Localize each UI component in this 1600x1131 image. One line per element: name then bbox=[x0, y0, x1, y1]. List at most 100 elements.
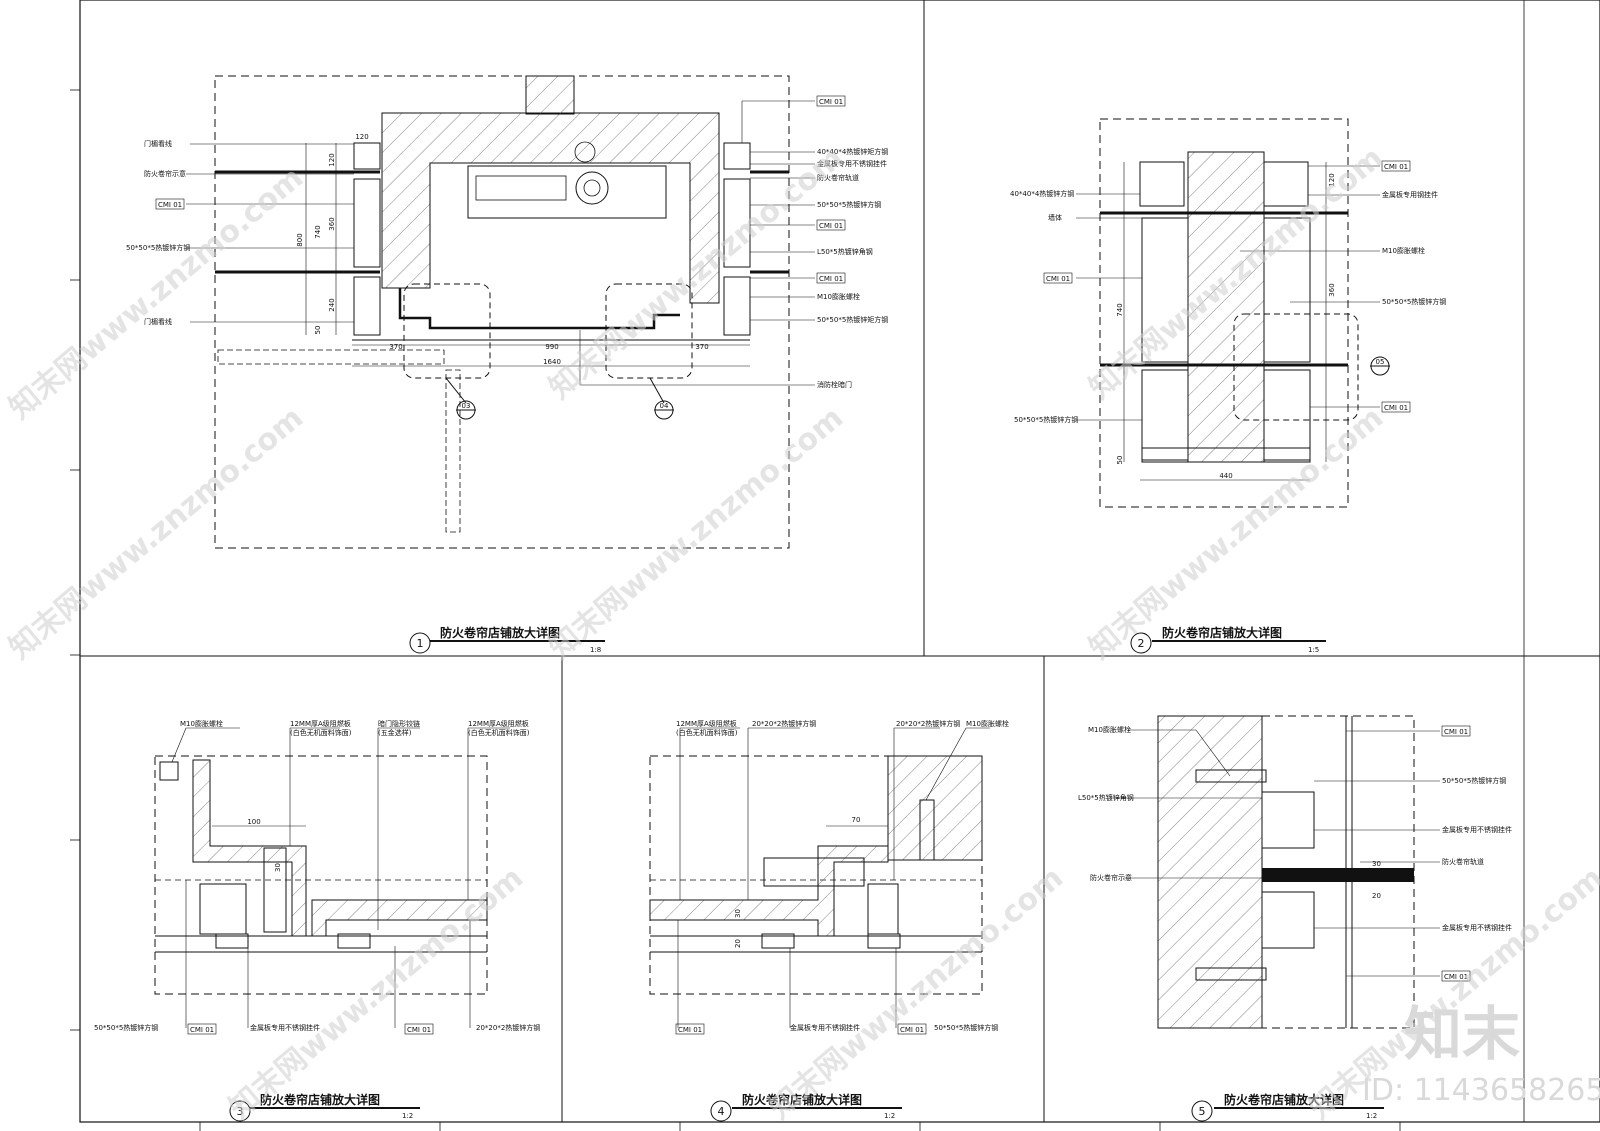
d4-dim-20: 20 bbox=[734, 939, 742, 948]
sheet-frame bbox=[79, 0, 1600, 1123]
d4-label-cmi-1: CMI 01 bbox=[678, 1026, 702, 1034]
d1-label-50-rect-steel: 50*50*5热镀锌矩方钢 bbox=[817, 315, 888, 324]
d4-label-cmi-2: CMI 01 bbox=[900, 1026, 924, 1034]
d5-label-50-steel: 50*50*5热镀锌方钢 bbox=[1442, 776, 1506, 785]
d1-dim-120: 120 bbox=[328, 153, 336, 166]
d3-label-20-steel: 20*20*2热镀锌方钢 bbox=[476, 1023, 540, 1032]
d5-label-shutter: 防火卷帘示意 bbox=[1090, 873, 1132, 882]
d2-label-cmi-r1: CMI 01 bbox=[1384, 163, 1408, 171]
d2-dim-740: 740 bbox=[1116, 303, 1124, 316]
d1-dim-360: 360 bbox=[328, 217, 336, 230]
d1-dim-370a: 370 bbox=[389, 343, 402, 351]
d4-label-board: 12MM厚A级阻燃板 bbox=[676, 719, 737, 728]
d1-label-50-steel: 50*50*5热镀锌方钢 bbox=[817, 200, 881, 209]
d3-scale: 1:2 bbox=[402, 1112, 413, 1120]
d1-dim-240: 240 bbox=[328, 298, 336, 311]
d3-label-cmi-2: CMI 01 bbox=[407, 1026, 431, 1034]
d1-dim-120-top: 120 bbox=[355, 133, 368, 141]
d1-dim-990: 990 bbox=[545, 343, 558, 351]
d1-label-hydrant-door: 消防栓暗门 bbox=[817, 380, 852, 389]
d1-label-steel-left: 50*50*5热镀锌方钢 bbox=[126, 243, 190, 252]
d1-dim-1640: 1640 bbox=[543, 358, 561, 366]
d2-label-wall: 墙体 bbox=[1048, 213, 1062, 222]
d2-callout: 05 bbox=[1376, 358, 1385, 366]
d1-title-no: 1 bbox=[417, 637, 424, 650]
d2-label-bolt: M10膨胀螺栓 bbox=[1382, 246, 1425, 255]
d5-scale: 1:2 bbox=[1366, 1112, 1377, 1120]
d1-label-cmi-left: CMI 01 bbox=[158, 201, 182, 209]
drawing-3: M10膨胀螺栓 12MM厚A级阻燃板 (白色无机面料饰面) 暗门隐形铰链 (五金… bbox=[94, 719, 540, 1122]
d4-label-bolt: M10膨胀螺栓 bbox=[966, 719, 1009, 728]
d5-label-cmi-2: CMI 01 bbox=[1444, 973, 1468, 981]
drawing-2: 05 440 740 360 120 50 40*40*4热镀锌方钢 墙体 CM… bbox=[1010, 118, 1446, 654]
drawing-1: 03 04 370 990 1640 370 120 120 360 740 8… bbox=[126, 75, 888, 654]
d1-label-cmi-r2: CMI 01 bbox=[819, 222, 843, 230]
d2-dim-50: 50 bbox=[1116, 456, 1124, 465]
d3-label-board-a: 12MM厚A级阻燃板 bbox=[290, 719, 351, 728]
d3-label-board-b: 12MM厚A级阻燃板 bbox=[468, 719, 529, 728]
d2-dim-360: 360 bbox=[1328, 283, 1336, 296]
d1-dim-50: 50 bbox=[314, 326, 322, 335]
callout-04: 04 bbox=[660, 402, 669, 410]
d3-label-hinge-sample: (五金选样) bbox=[378, 728, 412, 737]
d2-title: 防火卷帘店铺放大详图 bbox=[1162, 625, 1282, 640]
d5-dim-30: 30 bbox=[1372, 860, 1381, 868]
d4-label-20-steel-b: 20*20*2热镀锌方钢 bbox=[896, 719, 960, 728]
d4-label-20-steel-a: 20*20*2热镀锌方钢 bbox=[752, 719, 816, 728]
d1-label-bolt: M10膨胀螺栓 bbox=[817, 292, 860, 301]
d3-label-50-steel: 50*50*5热镀锌方钢 bbox=[94, 1023, 158, 1032]
d1-label-door-line-top: 门楣看线 bbox=[144, 139, 172, 148]
d3-dim-100: 100 bbox=[247, 818, 260, 826]
d2-label-cmi-left: CMI 01 bbox=[1046, 275, 1070, 283]
d3-title-no: 3 bbox=[237, 1105, 244, 1118]
d3-label-bolt: M10膨胀螺栓 bbox=[180, 719, 223, 728]
d4-dim-30: 30 bbox=[734, 909, 742, 918]
d5-title: 防火卷帘店铺放大详图 bbox=[1224, 1092, 1344, 1107]
d1-label-shutter: 防火卷帘示意 bbox=[144, 169, 186, 178]
d4-title-no: 4 bbox=[718, 1105, 725, 1118]
d1-scale: 1:8 bbox=[590, 646, 601, 654]
d5-label-hanger-1: 金属板专用不锈钢挂件 bbox=[1442, 825, 1512, 834]
d1-label-rail: 防火卷帘轨道 bbox=[817, 173, 859, 182]
d5-dim-20: 20 bbox=[1372, 892, 1381, 900]
drawing-5: M10膨胀螺栓 L50*5热镀锌角钢 防火卷帘示意 CMI 01 50*50*5… bbox=[1078, 715, 1512, 1122]
watermark-id: ID: 1143658265 bbox=[1362, 1073, 1600, 1108]
d4-scale: 1:2 bbox=[884, 1112, 895, 1120]
d5-label-angle: L50*5热镀锌角钢 bbox=[1078, 793, 1134, 802]
d1-dim-800: 800 bbox=[296, 233, 304, 246]
d1-dim-370b: 370 bbox=[695, 343, 708, 351]
watermark-4: 知末网www.znzmo.com bbox=[3, 400, 310, 666]
d2-label-50-steel-r: 50*50*5热镀锌方钢 bbox=[1382, 297, 1446, 306]
d3-title: 防火卷帘店铺放大详图 bbox=[260, 1092, 380, 1107]
d2-title-no: 2 bbox=[1138, 637, 1145, 650]
d2-dim-440: 440 bbox=[1219, 472, 1232, 480]
d3-label-hinge: 暗门隐形铰链 bbox=[378, 719, 420, 728]
callout-03: 03 bbox=[462, 402, 471, 410]
d5-label-hanger-2: 金属板专用不锈钢挂件 bbox=[1442, 923, 1512, 932]
d5-title-no: 5 bbox=[1199, 1105, 1206, 1118]
d5-label-bolt: M10膨胀螺栓 bbox=[1088, 725, 1131, 734]
d2-label-50-steel: 50*50*5热镀锌方钢 bbox=[1014, 415, 1078, 424]
d3-dim-30: 30 bbox=[274, 863, 282, 872]
brand-logo: 知末 bbox=[1404, 1000, 1520, 1068]
d1-label-cmi-r3: CMI 01 bbox=[819, 275, 843, 283]
d3-label-hanger: 金属板专用不锈钢挂件 bbox=[250, 1023, 320, 1032]
d3-label-board-a-finish: (白色无机面料饰面) bbox=[290, 728, 352, 737]
d1-label-cmi-r1: CMI 01 bbox=[819, 98, 843, 106]
d4-label-board-finish: (白色无机面料饰面) bbox=[676, 728, 738, 737]
d1-title: 防火卷帘店铺放大详图 bbox=[440, 625, 560, 640]
watermarks: 知末网www.znzmo.com 知末网www.znzmo.com 知末网www… bbox=[3, 140, 1600, 1126]
drawing-4: 12MM厚A级阻燃板 (白色无机面料饰面) 20*20*2热镀锌方钢 20*20… bbox=[649, 719, 1009, 1122]
d2-label-cmi-r2: CMI 01 bbox=[1384, 404, 1408, 412]
d3-label-cmi-1: CMI 01 bbox=[190, 1026, 214, 1034]
d1-label-door-line-bottom: 门楣看线 bbox=[144, 317, 172, 326]
d1-dim-740: 740 bbox=[314, 225, 322, 238]
d3-label-board-b-finish: (白色无机面料饰面) bbox=[468, 728, 530, 737]
d4-title: 防火卷帘店铺放大详图 bbox=[742, 1092, 862, 1107]
d4-label-hanger: 金属板专用不锈钢挂件 bbox=[790, 1023, 860, 1032]
d1-label-angle: L50*5热镀锌角钢 bbox=[817, 247, 873, 256]
d5-label-rail: 防火卷帘轨道 bbox=[1442, 857, 1484, 866]
watermark-1: 知末网www.znzmo.com bbox=[3, 160, 310, 426]
d2-label-hanger: 金属板专用钢挂件 bbox=[1382, 190, 1438, 199]
